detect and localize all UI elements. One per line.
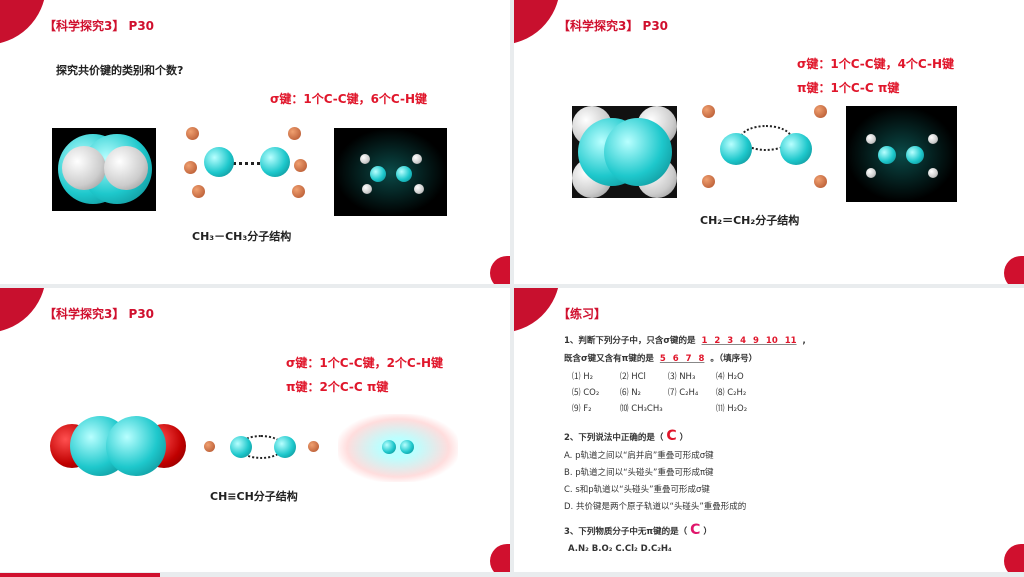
caption: CH₂＝CH₂分子结构 xyxy=(700,214,800,227)
corner-decoration xyxy=(490,544,510,572)
sigma-summary: σ键：1个C-C键，2个C-H键 xyxy=(286,356,444,370)
slide-ethyne: 【科学探究3】 P30 σ键：1个C-C键，2个C-H键 π键：2个C-C π键… xyxy=(0,288,510,572)
question-hint: 。（填序号） xyxy=(710,354,758,364)
slide-ethene: 【科学探究3】 P30 σ键：1个C-C键，4个C-H键 π键：1个C-C π键… xyxy=(514,0,1024,284)
slide-title: 【科学探究3】 P30 xyxy=(44,19,155,33)
question-text: 既含σ键又含有π键的是 xyxy=(564,354,654,364)
question-text: 2、下列说法中正确的是（ xyxy=(564,433,664,443)
slide-title: 【科学探究3】 P30 xyxy=(558,19,669,33)
molecule-item: ⑷ H₂O xyxy=(716,372,744,382)
molecule-item: ⑵ HCl xyxy=(620,372,646,382)
ethane-ballstick-image xyxy=(184,125,309,200)
sigma-summary: σ键：1个C-C键，4个C-H键 xyxy=(797,57,955,71)
question: 探究共价键的类别和个数? xyxy=(56,64,184,77)
answer-sigma-only: 1 2 3 4 9 10 11 xyxy=(701,336,797,346)
bottom-accent-bar xyxy=(0,573,160,577)
answer: C xyxy=(690,522,701,538)
slide-title: 【科学探究3】 P30 xyxy=(44,307,155,321)
slide-title: 【练习】 xyxy=(558,307,607,321)
bracket: ） xyxy=(703,527,712,537)
option-c: C. s和p轨道以“头碰头”重叠可形成σ键 xyxy=(564,485,710,495)
ethyne-orbital-image xyxy=(338,414,458,482)
molecule-item: ⑼ F₂ xyxy=(572,404,592,414)
ethyne-spacefill-image xyxy=(50,416,188,476)
ethene-orbital-image xyxy=(846,106,957,202)
bracket: ） xyxy=(679,433,689,443)
question-1-line-2: 既含σ键又含有π键的是 5 6 7 8 。（填序号） xyxy=(564,352,757,364)
molecule-list: ⑴ H₂ ⑵ HCl ⑶ NH₃ ⑷ H₂O ⑸ CO₂ ⑹ N₂ ⑺ C₂H₄ ⑻ C₂H₂… xyxy=(572,370,764,414)
ethene-spacefill-image xyxy=(572,106,677,198)
corner-decoration xyxy=(490,256,510,284)
question-2: 2、下列说法中正确的是（ C ） xyxy=(564,428,688,444)
answer-sigma-and-pi: 5 6 7 8 xyxy=(659,354,705,364)
corner-decoration xyxy=(1004,544,1024,572)
ethene-ballstick-image xyxy=(702,103,827,191)
bond-summary: σ键：1个C-C键，6个C-H键 xyxy=(270,92,428,106)
molecule-item: ⑶ NH₃ xyxy=(668,372,696,382)
molecule-item: ⑸ CO₂ xyxy=(572,388,600,398)
caption: CH≡CH分子结构 xyxy=(210,490,298,503)
option-d: D. 共价键是两个原子轨道以“头碰头”重叠形成的 xyxy=(564,502,747,512)
slide-ethane: 【科学探究3】 P30 探究共价键的类别和个数? σ键：1个C-C键，6个C-H… xyxy=(0,0,510,284)
molecule-item: ⑽ CH₃CH₃ xyxy=(620,404,663,414)
question-text: 1、判断下列分子中，只含σ键的是 xyxy=(564,336,696,346)
answer: C xyxy=(666,428,677,444)
question-3: 3、下列物质分子中无π键的是（ C ） xyxy=(564,522,712,538)
molecule-item: ⑹ N₂ xyxy=(620,388,641,398)
corner-decoration xyxy=(1004,256,1024,284)
ethyne-ballstick-image xyxy=(204,432,320,462)
question-text: 3、下列物质分子中无π键的是（ xyxy=(564,527,688,537)
ethane-orbital-image xyxy=(334,128,447,216)
pi-summary: π键：1个C-C π键 xyxy=(797,81,900,95)
molecule-item: ⑴ H₂ xyxy=(572,372,594,382)
molecule-item: ⑾ H₂O₂ xyxy=(716,404,748,414)
question-2-options: A. p轨道之间以“肩并肩”重叠可形成σ键 B. p轨道之间以“头碰头”重叠可形… xyxy=(564,448,746,516)
ethane-spacefill-image xyxy=(52,128,156,211)
question-3-options: A.N₂ B.O₂ C.Cl₂ D.C₂H₄ xyxy=(568,544,672,554)
option-b: B. p轨道之间以“头碰头”重叠可形成π键 xyxy=(564,468,714,478)
molecule-item xyxy=(668,402,716,414)
molecule-item: ⑺ C₂H₄ xyxy=(668,388,699,398)
molecule-item: ⑻ C₂H₂ xyxy=(716,388,747,398)
pi-summary: π键：2个C-C π键 xyxy=(286,380,389,394)
caption: CH₃－CH₃分子结构 xyxy=(192,230,292,243)
option-a: A. p轨道之间以“肩并肩”重叠可形成σ键 xyxy=(564,451,714,461)
